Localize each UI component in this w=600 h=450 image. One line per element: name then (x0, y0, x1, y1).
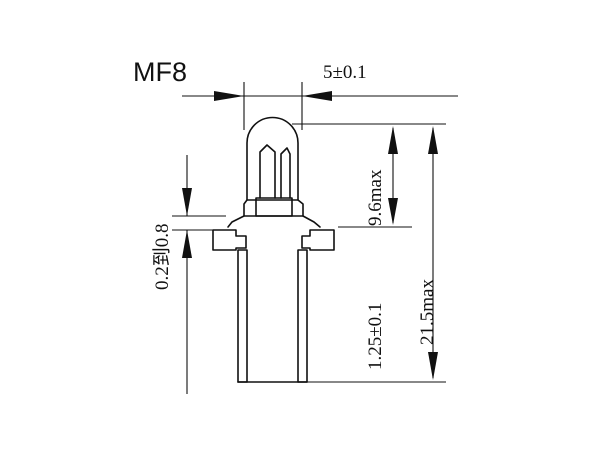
model-title: MF8 (133, 57, 187, 87)
arrow-down (428, 352, 438, 380)
socket-block (255, 197, 293, 217)
total-height-label: 21.5max (417, 279, 438, 345)
arrow-up (428, 126, 438, 154)
filament-support-inner (280, 147, 291, 199)
arrow-left (302, 91, 332, 101)
contact-tab-right (302, 215, 321, 228)
contact-tab-left (227, 215, 245, 228)
arrow-down (182, 188, 192, 216)
lamp-outline (212, 116, 335, 383)
flange-height-label: 1.25±0.1 (365, 303, 386, 370)
dimension-heights: 9.6max 1.25±0.1 21.5max (292, 123, 446, 383)
base-leg-left (237, 249, 248, 383)
wire-range-label: 0.2到0.8 (151, 223, 173, 290)
socket-neck (243, 199, 304, 217)
arrow-up (388, 126, 398, 154)
flange-right (301, 229, 335, 251)
flange-left (212, 229, 247, 251)
base-leg-right (297, 249, 308, 383)
arrow-down (388, 198, 398, 225)
dimension-wire-range: 0.2到0.8 (151, 155, 226, 394)
base-width-label: 5±0.1 (323, 62, 367, 83)
filament-support (259, 144, 276, 199)
bulb-glass (246, 116, 299, 201)
bulb-height-label: 9.6max (365, 169, 386, 226)
arrow-up (182, 230, 192, 258)
dimension-base-width: 5±0.1 (182, 62, 458, 130)
arrow-right (214, 91, 244, 101)
